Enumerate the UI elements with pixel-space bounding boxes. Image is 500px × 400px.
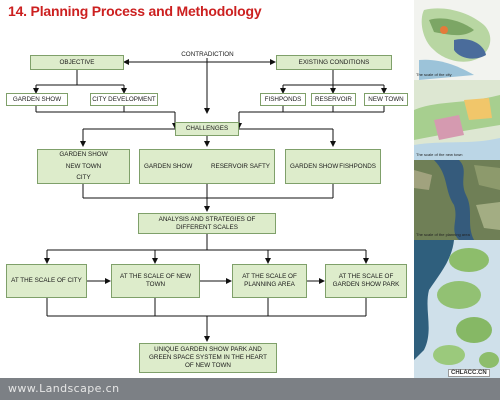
footer-bar — [0, 378, 500, 400]
scale-garden-show-park-box: AT THE SCALE OF GARDEN SHOW PARK — [325, 264, 407, 298]
garden-show-park-map — [414, 240, 500, 380]
challenge-3-right: FISHPONDS — [339, 162, 376, 170]
city-scale-caption: The scale of the city — [416, 72, 452, 77]
city-development-box: CITY DEVELOPMENT — [90, 93, 158, 106]
objective-box: OBJECTIVE — [30, 55, 124, 70]
challenge-1-line-3: CITY — [76, 174, 91, 182]
challenge-1-line-2: NEW TOWN — [65, 162, 102, 170]
scale-planning-area-box: AT THE SCALE OF PLANNING AREA — [232, 264, 307, 298]
existing-conditions-box: EXISTING CONDITIONS — [276, 55, 392, 70]
city-scale-map — [414, 0, 500, 80]
reservoir-box: RESERVOIR — [311, 93, 356, 106]
scale-city-box: AT THE SCALE OF CITY — [6, 264, 87, 298]
challenges-box: CHALLENGES — [175, 122, 239, 136]
challenge-reservoir-box: GARDEN SHOW RESERVOIR SAFTY — [139, 149, 275, 184]
website-text: www.Landscape.cn — [8, 382, 120, 395]
contradiction-label: CONTRADICTION — [181, 51, 234, 58]
fishponds-box: FISHPONDS — [260, 93, 306, 106]
result-box: UNIQUE GARDEN SHOW PARK AND GREEN SPACE … — [139, 343, 277, 373]
new-town-scale-caption: The scale of the new town — [416, 152, 463, 157]
challenge-3-left: GARDEN SHOW — [290, 162, 339, 170]
planning-area-caption: The scale of the planning area — [416, 232, 470, 237]
garden-show-box: GARDEN SHOW — [6, 93, 68, 106]
new-town-scale-map — [414, 80, 500, 160]
map-panel: The scale of the city The scale of the n… — [414, 0, 500, 380]
watermark-badge: CHLACC.CN — [448, 369, 490, 377]
challenge-2-left: GARDEN SHOW — [144, 162, 193, 170]
challenge-newtown-city-box: GARDEN SHOW NEW TOWN CITY — [37, 149, 130, 184]
new-town-box: NEW TOWN — [364, 93, 408, 106]
challenge-2-right: RESERVOIR SAFTY — [210, 162, 270, 170]
page-title: 14. Planning Process and Methodology — [8, 3, 262, 19]
connector-lines — [33, 58, 387, 342]
challenge-1-line-1: GARDEN SHOW — [59, 151, 108, 158]
challenge-fishponds-box: GARDEN SHOW FISHPONDS — [285, 149, 381, 184]
analysis-box: ANALYSIS AND STRATEGIES OF DIFFERENT SCA… — [138, 213, 276, 234]
planning-area-map — [414, 160, 500, 240]
scale-new-town-box: AT THE SCALE OF NEW TOWN — [111, 264, 200, 298]
